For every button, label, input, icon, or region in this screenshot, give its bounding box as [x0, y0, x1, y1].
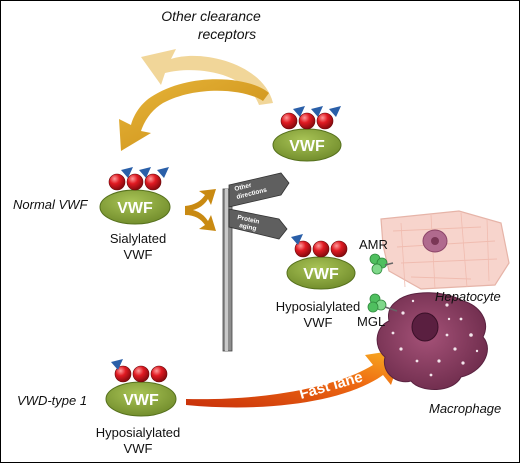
- mgl-receptor: [367, 293, 398, 313]
- amr-label: AMR: [359, 237, 388, 252]
- mgl-label: MGL: [357, 314, 386, 329]
- vwf-top-right: VWF: [272, 106, 342, 162]
- hyposialylated-bottom-label: Hyposialylated VWF: [83, 425, 193, 457]
- fast-lane-label: Fast lane: [297, 369, 364, 403]
- galactose-bead: [126, 173, 144, 191]
- galactose-bead: [298, 112, 316, 130]
- normal-vwf-label: Normal VWF: [13, 197, 88, 212]
- galactose-bead: [294, 240, 312, 258]
- sialic-acid-triangle: [311, 106, 323, 117]
- sialic-acid-triangle: [329, 106, 341, 117]
- vwd-type1-label: VWD-type 1: [17, 393, 88, 408]
- sialylated-line2: VWF: [123, 247, 153, 262]
- fork-arrow-up: [185, 189, 216, 211]
- macrophage-cell: [376, 292, 488, 391]
- vwf-hypo-bottom: VWF: [105, 359, 177, 417]
- sialic-acid-triangle: [293, 106, 305, 117]
- sign-bottom-line2: aging: [239, 222, 257, 232]
- hyposialylated-mid-line1: Hyposialylated: [275, 299, 361, 314]
- vwf-label: VWF: [117, 200, 153, 217]
- sign-bottom-line1: Protein: [237, 214, 260, 226]
- vwf-label: VWF: [123, 392, 159, 409]
- other-clearance-label: Other clearance receptors: [141, 7, 281, 43]
- sign-top-line1: Other: [234, 182, 253, 193]
- sialic-acid-triangle: [157, 167, 169, 178]
- sialic-acid-triangle: [139, 167, 151, 178]
- hepatocyte-label: Hepatocyte: [435, 289, 501, 304]
- sialylated-label: Sialylated VWF: [93, 231, 183, 263]
- vwf-label: VWF: [303, 266, 339, 283]
- galactose-bead: [132, 365, 150, 383]
- galactose-bead: [144, 173, 162, 191]
- vwf-label: VWF: [289, 138, 325, 155]
- sialic-acid-triangle: [121, 167, 133, 178]
- vwf-molecules: VWF VWF VWF VWF: [99, 106, 356, 417]
- hepatocyte-cell: [380, 210, 510, 290]
- hyposialylated-bottom-line2: VWF: [123, 441, 153, 456]
- sialic-acid-triangle: [291, 234, 303, 245]
- hyposialylated-mid-label: Hyposialylated VWF: [263, 299, 373, 331]
- hyposialylated-mid-line2: VWF: [303, 315, 333, 330]
- signpost: [222, 172, 290, 352]
- hyposialylated-bottom-line1: Hyposialylated: [95, 425, 181, 440]
- galactose-bead: [114, 365, 132, 383]
- sialylated-line1: Sialylated: [109, 231, 167, 246]
- arrow-return-to-normal: [119, 79, 269, 151]
- other-clearance-line2: receptors: [197, 26, 257, 42]
- fast-lane-arrow: [186, 349, 403, 408]
- amr-receptor: [369, 253, 394, 275]
- galactose-bead: [280, 112, 298, 130]
- galactose-bead: [108, 173, 126, 191]
- sialic-acid-triangle: [111, 359, 123, 370]
- arrow-to-other-clearance: [141, 49, 273, 105]
- other-clearance-line1: Other clearance: [161, 8, 261, 24]
- galactose-bead: [316, 112, 334, 130]
- galactose-bead: [330, 240, 348, 258]
- fork-arrow-down: [185, 209, 216, 231]
- galactose-bead: [312, 240, 330, 258]
- macrophage-label: Macrophage: [429, 401, 502, 416]
- vwf-hypo-mid: VWF: [286, 234, 356, 290]
- galactose-bead: [150, 365, 168, 383]
- vwf-normal: VWF: [99, 167, 171, 225]
